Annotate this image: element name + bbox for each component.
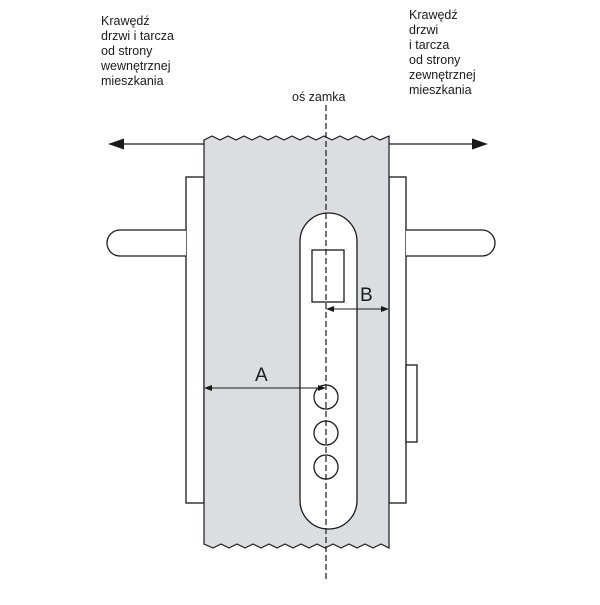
inner-edge-label: Krawędź drzwi i tarcza od strony wewnętr…: [101, 14, 174, 88]
outer-handle: [406, 229, 496, 257]
dimension-b-line: [326, 306, 389, 312]
outer-edge-label: Krawędź drzwi i tarcza od strony zewnętr…: [409, 8, 476, 97]
arrow-left-head: [108, 138, 124, 150]
inner-handle: [106, 229, 186, 257]
door-leaf: [203, 135, 390, 549]
dimension-b-label: B: [360, 285, 373, 306]
dimension-a-line: [204, 385, 326, 391]
dimension-a-label: A: [255, 365, 268, 386]
arrow-right-head: [472, 138, 488, 150]
lock-axis-label: oś zamka: [292, 90, 346, 104]
outer-plate-bracket: [405, 364, 418, 443]
outer-escutcheon-plate: [388, 176, 407, 504]
inner-escutcheon-plate: [185, 176, 205, 504]
latch-opening: [311, 249, 345, 303]
